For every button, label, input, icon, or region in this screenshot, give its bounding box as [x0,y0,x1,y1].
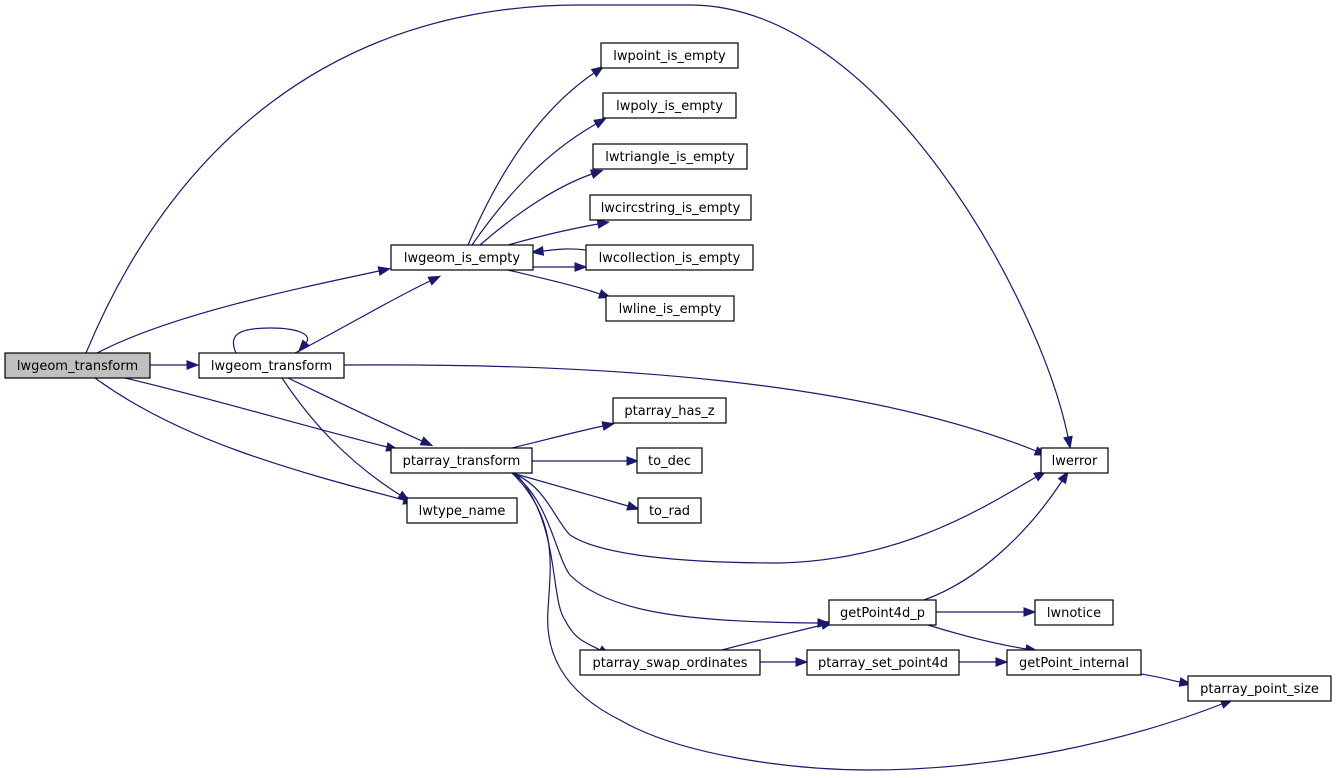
node-label: lwgeom_transform [211,359,332,374]
node-box [589,194,752,221]
edge-root-to-lwtype_name [94,377,416,505]
node-lwpoly-is-empty[interactable]: lwpoly_is_empty [602,92,737,119]
node-box [806,649,960,676]
nodes-layer: lwgeom_transform lwgeom_transform lwgeom_i… [4,42,1332,702]
node-lwcollection-is-empty[interactable]: lwcollection_is_empty [585,244,754,271]
node-box [1040,447,1109,474]
node-box [406,497,518,524]
node-lwtriangle-is-empty[interactable]: lwtriangle_is_empty [592,143,748,170]
node-getPoint4d-p[interactable]: getPoint4d_p [828,599,937,626]
edge-ptarray_transform-to-ptarray_swap_ordinates [514,472,611,656]
node-label: lwpoint_is_empty [613,49,726,64]
node-label: lwtype_name [419,504,506,519]
edge-getPoint_internal-to-ptarray_point_size [1140,673,1193,687]
edge-lwgeom_transform-to-lwtype_name [281,377,411,502]
edge-root-to-lwgeom_is_empty [96,266,392,354]
node-label: ptarray_swap_ordinates [592,656,747,671]
node-box [605,295,735,322]
node-ptarray-has-z[interactable]: ptarray_has_z [612,397,727,424]
node-ptarray-set-point4d[interactable]: ptarray_set_point4d [806,649,960,676]
edge-root-to-lwerror [85,4,1073,450]
node-box [390,447,533,474]
edge-ptarray_transform-to-ptarray_has_z [511,421,616,449]
edge-lwgeom_transform-to-lwgeom_is_empty [294,275,442,354]
node-label: lwgeom_is_empty [404,251,521,266]
node-lwcircstring-is-empty[interactable]: lwcircstring_is_empty [589,194,752,221]
edges-layer [85,4,1234,771]
node-label: ptarray_has_z [624,404,714,419]
node-ptarray-transform[interactable]: ptarray_transform [390,447,533,474]
edge-ptarray_swap_ordinates-to-ptarray_set_point4d [760,657,809,667]
edge-lwgeom_is_empty-to-lwcollection_is_empty [533,262,588,272]
node-label: lwline_is_empty [619,302,722,317]
edge-lwgeom_is_empty-to-lwpoint_is_empty [467,66,605,246]
node-label: lwcircstring_is_empty [601,201,741,216]
node-to-rad[interactable]: to_rad [637,497,702,524]
node-box [390,244,534,271]
edge-lwgeom_is_empty-to-lwtriangle_is_empty [479,169,604,246]
edge-lwcollection_is_empty-to-lwgeom_is_empty [530,246,587,256]
node-getPoint-internal[interactable]: getPoint_internal [1006,649,1142,676]
node-box [637,497,702,524]
edge-lwgeom_is_empty-to-lwline_is_empty [507,269,612,299]
edge-ptarray_transform-to-to_dec [532,456,640,466]
node-label: getPoint_internal [1019,656,1129,671]
node-box [600,42,739,69]
node-lwgeom-is-empty[interactable]: lwgeom_is_empty [390,244,534,271]
edge-lwgeom_transform-to-ptarray_transform [287,377,434,447]
node-label: ptarray_transform [403,454,521,469]
node-box [636,447,703,474]
node-box [612,397,727,424]
node-lwnotice[interactable]: lwnotice [1034,599,1114,626]
node-box [4,352,151,379]
edge-root-to-lwgeom_transform [150,360,200,370]
node-label: getPoint4d_p [840,606,925,621]
node-lwpoint-is-empty[interactable]: lwpoint_is_empty [600,42,739,69]
node-label: lwerror [1052,454,1098,469]
node-box [1034,599,1114,626]
node-box [585,244,754,271]
edge-ptarray_transform-to-to_rad [511,472,640,511]
node-lwtype-name[interactable]: lwtype_name [406,497,518,524]
node-label: lwpoly_is_empty [616,99,723,114]
edge-getPoint4d_p-to-getPoint_internal [927,624,1039,654]
edge-lwgeom_is_empty-to-lwpoly_is_empty [471,117,607,246]
edge-ptarray_transform-to-getPoint4d_p [511,472,831,628]
edge-ptarray_transform-to-lwerror [511,470,1047,564]
node-to-dec[interactable]: to_dec [636,447,703,474]
node-root[interactable]: lwgeom_transform [4,352,151,379]
node-label: lwcollection_is_empty [599,251,741,266]
edge-lwgeom_transform-to-lwgeom_transform [232,327,311,354]
node-box [579,649,761,676]
node-label: to_dec [648,454,691,469]
edge-root-to-ptarray_transform [124,377,400,452]
node-label: ptarray_point_size [1200,682,1319,697]
node-label: lwtriangle_is_empty [605,150,735,165]
node-box [1187,675,1332,702]
edge-lwgeom_is_empty-to-lwcircstring_is_empty [507,219,611,246]
edge-getPoint4d_p-to-lwnotice [936,607,1037,617]
node-lwerror[interactable]: lwerror [1040,447,1109,474]
node-box [198,352,345,379]
node-ptarray-point-size[interactable]: ptarray_point_size [1187,675,1332,702]
node-box [828,599,937,626]
node-box [592,143,748,170]
node-label: ptarray_set_point4d [818,656,948,671]
node-ptarray-swap-ordinates[interactable]: ptarray_swap_ordinates [579,649,761,676]
edge-ptarray_swap_ordinates-to-getPoint4d_p [721,620,835,651]
node-label: to_rad [649,504,690,519]
node-box [1006,649,1142,676]
node-label: lwgeom_transform [17,359,138,374]
edge-ptarray_set_point4d-to-getPoint_internal [959,657,1009,667]
edge-getPoint4d_p-to-lwerror [923,470,1069,601]
node-lwgeom-transform[interactable]: lwgeom_transform [198,352,345,379]
node-box [602,92,737,119]
node-label: lwnotice [1047,606,1101,621]
node-lwline-is-empty[interactable]: lwline_is_empty [605,295,735,322]
